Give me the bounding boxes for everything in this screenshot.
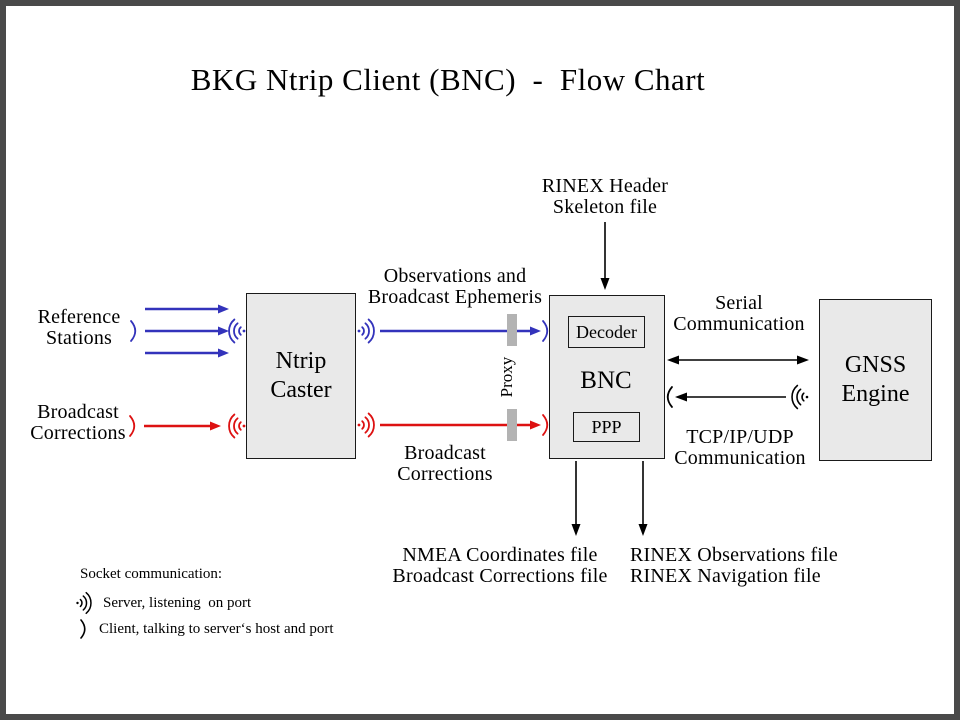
gnss-label-line2: Engine (841, 381, 910, 407)
client-arc-bnc-blue-icon (542, 320, 549, 342)
serial-communication-arrow (667, 355, 809, 365)
corrections-stream-arrow (380, 420, 541, 430)
ntrip-caster-label-line1: Ntrip (275, 348, 327, 374)
node-ppp: PPP (573, 412, 640, 442)
bnc-output-arrows (571, 461, 648, 536)
gnss-label-line1: GNSS (844, 352, 907, 378)
label-output-files-left: NMEA Coordinates file Broadcast Correcti… (392, 544, 608, 587)
client-arc-broadcast-corrections-icon (129, 415, 136, 437)
node-decoder: Decoder (568, 316, 645, 348)
bnc-label: BNC (580, 367, 632, 394)
client-arc-reference-stations-icon (130, 320, 137, 342)
client-arc-bnc-red-icon (542, 414, 549, 436)
label-broadcast-corrections-input: Broadcast Corrections (30, 401, 126, 444)
server-waves-ntrip-input-blue-icon (228, 318, 246, 344)
label-output-files-right: RINEX Observations file RINEX Navigation… (630, 544, 838, 587)
node-gnss-engine: GNSS Engine (819, 299, 932, 461)
observations-stream-arrow (380, 326, 541, 336)
label-tcp-udp-communication: TCP/IP/UDP Communication (674, 426, 806, 469)
node-ntrip-caster: Ntrip Caster (246, 293, 356, 459)
label-observations-ephemeris: Observations and Broadcast Ephemeris (367, 265, 543, 308)
page-title: BKG Ntrip Client (BNC) - Flow Chart (190, 62, 706, 97)
arc-icon (80, 619, 86, 639)
broadcast-corrections-arrow (144, 421, 221, 431)
legend-client-label: Client, talking to server‘s host and por… (99, 620, 334, 637)
reference-stations-arrows (145, 304, 229, 358)
legend-item-client: Client, talking to server‘s host and por… (78, 616, 334, 642)
server-waves-ntrip-output-blue-icon (357, 318, 375, 344)
client-arc-bnc-tcp-icon (666, 386, 673, 408)
decoder-label: Decoder (576, 321, 637, 342)
tcp-communication-arrow (675, 392, 786, 402)
server-waves-ntrip-input-red-icon (228, 413, 246, 439)
label-broadcast-corrections-stream: Broadcast Corrections (397, 442, 493, 485)
proxy-bars (507, 314, 517, 441)
radio-waves-icon (76, 591, 92, 615)
rinex-header-arrow (600, 222, 610, 290)
label-reference-stations: Reference Stations (37, 306, 121, 349)
server-waves-gnss-icon (791, 384, 809, 410)
server-waves-ntrip-output-red-icon (357, 412, 375, 438)
legend-title: Socket communication: (80, 566, 223, 582)
legend-server-label: Server, listening on port (103, 594, 252, 611)
legend-item-server: Server, listening on port (74, 590, 251, 616)
label-proxy: Proxy (497, 356, 516, 398)
ntrip-caster-label-line2: Caster (270, 377, 332, 403)
ppp-label: PPP (591, 416, 622, 437)
label-serial-communication: Serial Communication (673, 292, 805, 335)
label-rinex-header-skeleton: RINEX Header Skeleton file (541, 175, 669, 218)
